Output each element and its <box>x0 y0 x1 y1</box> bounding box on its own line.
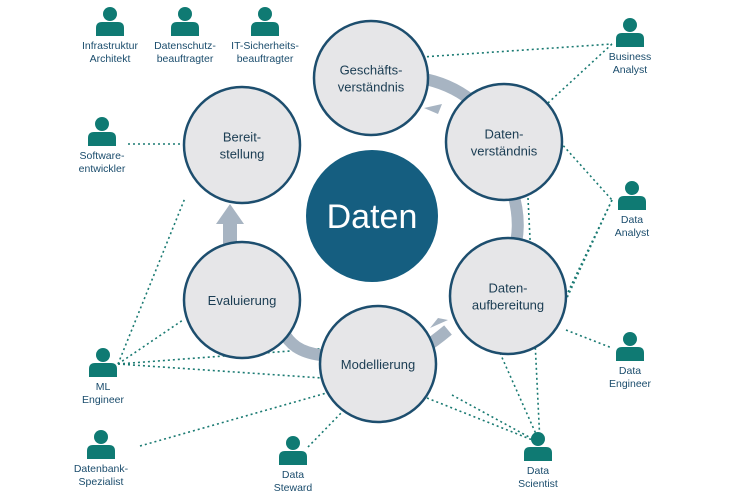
phase-label: Daten- <box>488 281 527 296</box>
connector-line <box>565 329 613 349</box>
role-label: Spezialist <box>79 476 124 488</box>
connector-line <box>499 352 541 444</box>
connector-line <box>565 199 613 301</box>
connector-line <box>559 141 613 201</box>
role-label: Analyst <box>615 227 650 239</box>
connector-line <box>139 391 331 447</box>
connector-line <box>426 397 541 444</box>
role-label: beauftragter <box>157 53 214 65</box>
role-label: Data <box>619 365 641 377</box>
role-label: Architekt <box>90 53 131 65</box>
role-database-specialist: Datenbank-Spezialist <box>74 430 129 488</box>
connector-line <box>451 394 541 444</box>
phase-data-preparation: Daten-aufbereitung <box>448 236 568 356</box>
center-node: Daten <box>306 150 438 282</box>
role-data-protection-officer: Datenschutz-beauftragter <box>154 7 216 65</box>
role-label: Data <box>282 469 304 481</box>
role-label: Scientist <box>518 478 558 490</box>
role-label: ML <box>96 381 111 393</box>
connector-line <box>421 43 613 58</box>
person-icon <box>89 348 117 377</box>
role-label: Datenbank- <box>74 463 129 475</box>
phase-label: verständnis <box>471 144 538 159</box>
person-icon <box>87 430 115 459</box>
phase-data-understanding: Daten-verständnis <box>444 82 564 202</box>
phase-label: verständnis <box>338 80 405 95</box>
role-it-security-officer: IT-Sicherheits-beauftragter <box>231 7 299 65</box>
role-label: Data <box>527 465 549 477</box>
phase-label: stellung <box>220 147 265 162</box>
connector-line <box>117 197 186 365</box>
phase-circle <box>182 240 302 360</box>
ring-arrowhead-large <box>216 204 244 224</box>
phase-label: Evaluierung <box>208 293 277 308</box>
phase-circle <box>444 82 564 202</box>
phase-circle <box>448 236 568 356</box>
phase-label: aufbereitung <box>472 298 544 313</box>
phase-label: Modellierung <box>341 357 415 372</box>
phase-deployment: Bereit-stellung <box>182 85 302 205</box>
role-label: Data <box>621 214 643 226</box>
phase-evaluation: Evaluierung <box>182 240 302 360</box>
phase-business: Geschäfts-verständnis <box>312 19 430 137</box>
center-circle <box>306 150 438 282</box>
role-label: Software- <box>80 150 125 162</box>
person-icon <box>524 432 552 461</box>
role-software-developer: Software-entwickler <box>79 117 126 175</box>
person-icon <box>616 332 644 361</box>
role-label: Steward <box>274 482 313 494</box>
role-label: Business <box>609 51 652 63</box>
phase-circle <box>182 85 302 205</box>
connector-line <box>547 43 613 104</box>
connector-line <box>117 363 323 379</box>
role-label: Datenschutz- <box>154 40 216 52</box>
role-label: IT-Sicherheits- <box>231 40 299 52</box>
person-icon <box>251 7 279 36</box>
ring-arrowhead-small <box>424 104 442 114</box>
phase-label: Daten- <box>484 127 523 142</box>
role-label: Infrastruktur <box>82 40 139 52</box>
phase-modeling: Modellierung <box>318 304 438 424</box>
role-label: Engineer <box>609 378 652 390</box>
connector-line <box>307 409 345 448</box>
person-icon <box>88 117 116 146</box>
center-label: Daten <box>327 198 418 236</box>
phase-label: Geschäfts- <box>340 63 403 78</box>
role-label: entwickler <box>79 163 126 175</box>
connector-line <box>117 319 184 365</box>
ring-arrowhead-small-2 <box>430 318 448 328</box>
person-icon <box>279 436 307 465</box>
person-icon <box>618 181 646 210</box>
person-icon <box>616 18 644 47</box>
phase-label: Bereit- <box>223 130 261 145</box>
role-icons: InfrastrukturArchitektDatenschutz-beauft… <box>74 7 652 494</box>
person-icon <box>96 7 124 36</box>
phase-nodes: Geschäfts-verständnisDaten-verständnisDa… <box>182 19 568 424</box>
role-label: beauftragter <box>237 53 294 65</box>
phase-circle <box>318 304 438 424</box>
role-label: Analyst <box>613 64 648 76</box>
connector-line <box>527 197 541 444</box>
person-icon <box>171 7 199 36</box>
role-label: Engineer <box>82 394 125 406</box>
phase-circle <box>312 19 430 137</box>
